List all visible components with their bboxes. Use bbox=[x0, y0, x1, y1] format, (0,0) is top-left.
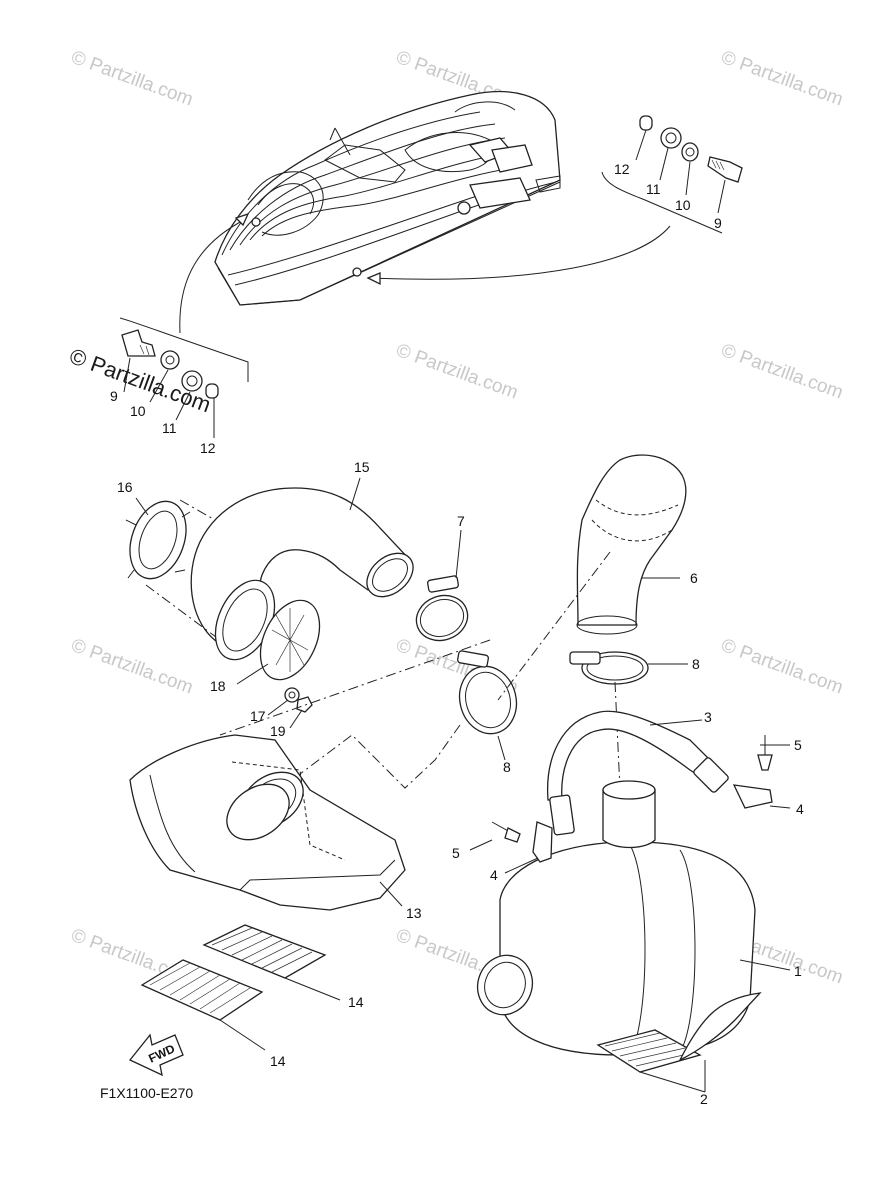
guide-line bbox=[497, 551, 611, 701]
callouts: 12 11 10 9 9 10 11 12 15 16 7 6 8 18 3 1… bbox=[110, 161, 804, 1107]
callout-17: 17 bbox=[250, 708, 266, 724]
callout-16: 16 bbox=[117, 479, 133, 495]
guide-line bbox=[291, 724, 461, 789]
fastener-group-rear bbox=[601, 115, 743, 234]
part-8-clamp-right bbox=[569, 651, 649, 685]
leader-lines bbox=[123, 129, 791, 1093]
drawing-code: F1X1100-E270 bbox=[100, 1085, 193, 1101]
watermark: © Partzilla.com bbox=[68, 635, 195, 699]
callout-8: 8 bbox=[692, 656, 700, 672]
part-4-bracket bbox=[532, 784, 773, 863]
callout-11: 11 bbox=[162, 420, 177, 436]
callout-5: 5 bbox=[794, 737, 802, 753]
guide-line bbox=[219, 639, 491, 736]
watermark: © Partzilla.com bbox=[718, 47, 845, 111]
watermark: © Partzilla.com bbox=[68, 47, 195, 111]
callout-10: 10 bbox=[130, 403, 146, 419]
callout-2: 2 bbox=[700, 1091, 708, 1107]
callout-7: 7 bbox=[457, 513, 465, 529]
part-6-bent-pipe bbox=[576, 454, 687, 635]
watermark: © Partzilla.com bbox=[393, 340, 520, 404]
part-16-flange bbox=[125, 499, 221, 641]
watercraft-illustration bbox=[214, 90, 561, 306]
guide-line bbox=[614, 681, 621, 791]
callout-6: 6 bbox=[690, 570, 698, 586]
part-3-strap bbox=[546, 710, 729, 836]
callout-1: 1 bbox=[794, 963, 802, 979]
leader-arrow-front bbox=[179, 219, 245, 334]
part-1-muffler bbox=[476, 780, 756, 1056]
part-17-washer bbox=[284, 687, 300, 703]
callout-4: 4 bbox=[490, 867, 498, 883]
callout-13: 13 bbox=[406, 905, 422, 921]
callout-9: 9 bbox=[110, 388, 118, 404]
part-19-nut bbox=[296, 696, 313, 713]
part-14-mats bbox=[140, 924, 327, 1021]
callout-9: 9 bbox=[714, 215, 722, 231]
callout-10: 10 bbox=[675, 197, 691, 213]
callout-11: 11 bbox=[646, 181, 661, 197]
callout-14: 14 bbox=[348, 994, 364, 1010]
part-13-water-box bbox=[129, 734, 406, 911]
watermark: © Partzilla.com bbox=[718, 340, 845, 404]
part-18-plate bbox=[214, 579, 321, 681]
callout-12: 12 bbox=[614, 161, 630, 177]
callout-4: 4 bbox=[796, 801, 804, 817]
fastener-group-front bbox=[119, 317, 249, 399]
part-8-clamp-left bbox=[457, 650, 518, 735]
callout-8: 8 bbox=[503, 759, 511, 775]
callout-14: 14 bbox=[270, 1053, 286, 1069]
callout-12: 12 bbox=[200, 440, 216, 456]
callout-18: 18 bbox=[210, 678, 226, 694]
fwd-arrow-icon: FWD bbox=[128, 1033, 184, 1077]
callout-3: 3 bbox=[704, 709, 712, 725]
callout-15: 15 bbox=[354, 459, 370, 475]
watermark: © Partzilla.com bbox=[718, 635, 845, 699]
callout-19: 19 bbox=[270, 723, 286, 739]
part-5-rivet bbox=[491, 735, 773, 843]
part-7-clamp bbox=[415, 575, 469, 642]
part-2-pads bbox=[596, 992, 762, 1073]
callout-5: 5 bbox=[452, 845, 460, 861]
leader-arrow-rear bbox=[369, 225, 671, 280]
